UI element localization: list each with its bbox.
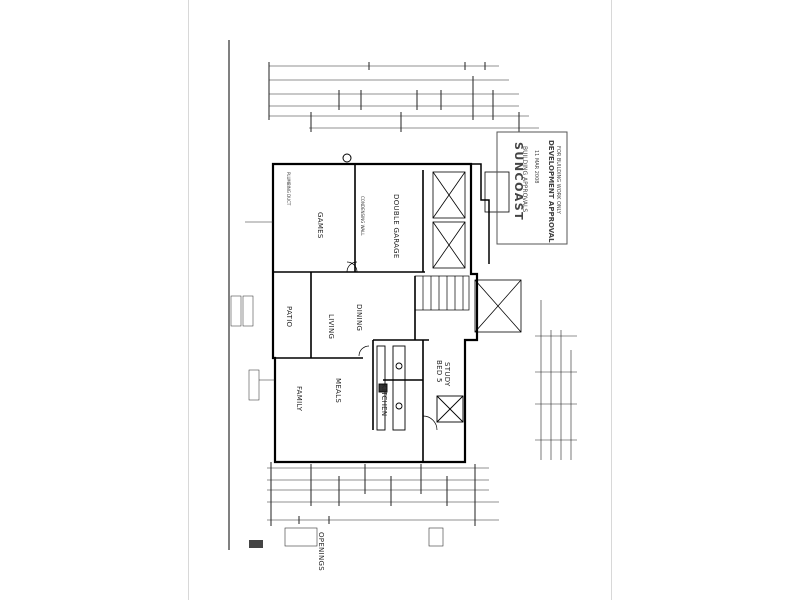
right-dimension-lines — [535, 300, 577, 460]
left-notes — [230, 221, 275, 401]
floor-plan-drawing: OPENINGS — [228, 40, 577, 571]
stairs — [414, 275, 470, 311]
survey-marker-icon — [342, 153, 352, 163]
openings-label: OPENINGS — [317, 532, 325, 571]
door-swings — [346, 261, 438, 431]
top-dimension-lines — [268, 62, 539, 132]
bottom-dimension-lines — [267, 462, 499, 526]
room-kitchen: KITCHEN — [380, 384, 388, 416]
room-meals: MEALS — [334, 378, 342, 403]
room-labels: GAMES DOUBLE GARAGE PATIO LIVING DINING … — [285, 194, 451, 416]
room-patio: PATIO — [285, 306, 293, 328]
plumbing-duct-note: PLUMBING DUCT — [286, 172, 291, 206]
room-study: STUDY — [443, 362, 451, 387]
room-double-garage: DOUBLE GARAGE — [392, 194, 400, 259]
room-games: GAMES — [316, 212, 324, 239]
plan-sheet: OPENINGS — [188, 0, 612, 600]
room-bed: BED 5 — [435, 360, 443, 383]
stamp-line2: DEVELOPMENT APPROVAL — [547, 140, 555, 243]
room-family: FAMILY — [295, 386, 303, 412]
condensing-wall-note: CONDENSING WALL — [360, 196, 365, 236]
small-annotations: PLUMBING DUCT CONDENSING WALL — [286, 172, 365, 236]
interior-walls — [273, 164, 429, 462]
stamp-line3: FOR BUILDING WORK ONLY — [555, 146, 561, 215]
kitchen-benches — [376, 345, 464, 431]
room-living: LIVING — [327, 314, 335, 339]
building-outline — [271, 162, 490, 464]
room-dining: DINING — [355, 304, 363, 331]
stamp-date: 11 MAR 2008 — [533, 150, 539, 183]
approval-stamp: SUNCOAST BUILDING APPROVALS 11 MAR 2008 … — [496, 131, 568, 245]
garage-doors — [432, 171, 466, 269]
stamp-company: SUNCOAST — [512, 142, 525, 221]
stamp-line1: BUILDING APPROVALS — [521, 146, 528, 212]
